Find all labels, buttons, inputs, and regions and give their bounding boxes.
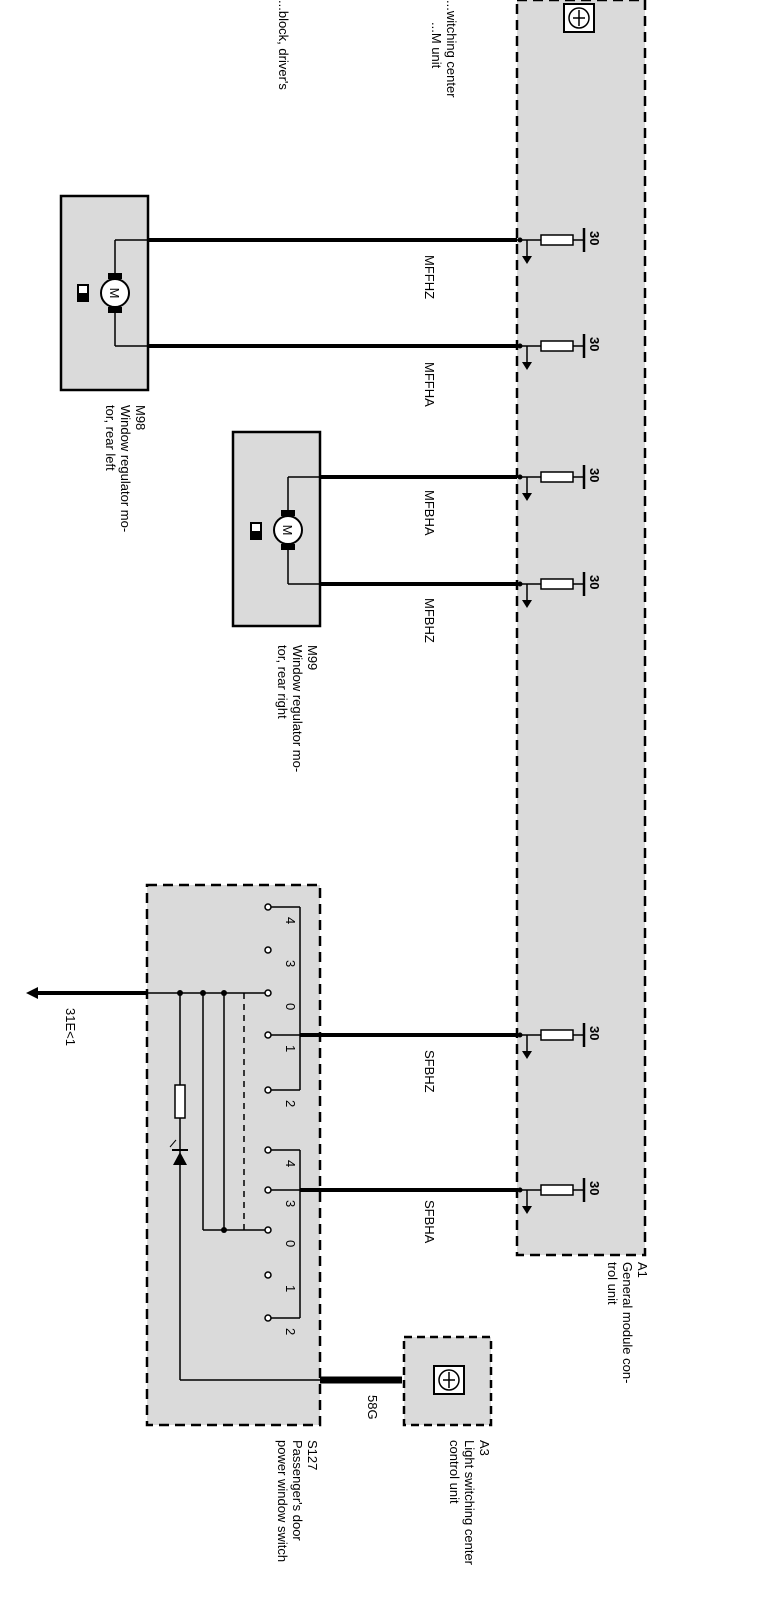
ground-arrow-icon (522, 1206, 532, 1214)
a1-id: A1 (635, 1262, 650, 1278)
a3-top-name-1: ...witching center (444, 0, 459, 98)
m98-name-1: Window regulator mo- (118, 405, 133, 532)
switch-pin-label: 1 (283, 1045, 298, 1052)
a1-terminal: 30 (517, 1023, 602, 1059)
terminal-label-30: 30 (587, 575, 602, 589)
wire-label-mffhz: MFFHZ (422, 255, 437, 299)
motor-wires (148, 238, 517, 586)
switch-wires (32, 991, 517, 1384)
fuse-icon (540, 471, 574, 483)
switch-pin-label: 4 (283, 917, 298, 924)
switch-pin-label: 0 (283, 1240, 298, 1247)
ground-arrow-icon (522, 362, 532, 370)
resistor-icon (174, 1084, 186, 1119)
transistor-icon (433, 1365, 465, 1395)
a1-terminal: 30 (517, 1178, 602, 1214)
m98-id: M98 (133, 405, 148, 430)
a1-terminal: 30 (517, 334, 602, 370)
switch-pin-label: 3 (283, 1200, 298, 1207)
m98-name-2: tor, rear left (103, 405, 118, 471)
m98-motor-box: M (59, 194, 150, 392)
terminal-label-30: 30 (587, 1181, 602, 1195)
top-partial-name: ...block, driver's (276, 0, 291, 90)
switch-pin-label: 2 (283, 1328, 298, 1335)
m99-motor-letter: M (280, 525, 295, 536)
m99-name-2: tor, rear right (275, 645, 290, 719)
a3-box (402, 1335, 493, 1427)
wire-labels: MFFHZ MFFHA MFBHA MFBHZ SFBHZ SFBHA 58G … (63, 255, 437, 1420)
component-labels: ...witching center ...M unit ...block, d… (103, 0, 650, 1566)
switch-pin-label: 2 (283, 1100, 298, 1107)
switch-pin-circles (264, 903, 272, 1322)
wire-label-mfbhz: MFBHZ (422, 598, 437, 643)
m98-motor-letter: M (107, 288, 122, 299)
fuse-icon (540, 340, 574, 352)
ground-arrow-icon (522, 256, 532, 264)
a3-name-2: control unit (447, 1440, 462, 1504)
wire-label-mfbha: MFBHA (422, 490, 437, 536)
s127-id: S127 (305, 1440, 320, 1470)
wire-label-ground: 31E<1 (63, 1008, 78, 1046)
ground-arrow-icon (26, 987, 38, 999)
diode-icon (169, 1139, 188, 1165)
terminal-label-30: 30 (587, 231, 602, 245)
switch-pin-label: 3 (283, 960, 298, 967)
a1-name-1: General module con- (620, 1262, 635, 1383)
fuse-icon (540, 1184, 574, 1196)
motor-icon: M (100, 273, 130, 313)
s127-name-1: Passenger's door (290, 1440, 305, 1541)
fuse-icon (540, 578, 574, 590)
ground-arrow-icon (522, 600, 532, 608)
a1-name-2: trol unit (605, 1262, 620, 1305)
a1-terminals: 30 30 30 30 30 30 (517, 228, 602, 1214)
terminal-label-30: 30 (587, 468, 602, 482)
wire-label-sfbhz: SFBHZ (422, 1050, 437, 1093)
m99-id: M99 (305, 645, 320, 670)
switch-pin-label: 0 (283, 1003, 298, 1010)
switch-pin-label: 1 (283, 1285, 298, 1292)
a1-terminal: 30 (517, 228, 602, 264)
a3-top-name-2: ...M unit (429, 22, 444, 69)
switch-pin-label: 4 (283, 1160, 298, 1167)
fuse-icon (540, 234, 574, 246)
motor-icon: M (273, 510, 303, 550)
terminal-label-30: 30 (587, 1026, 602, 1040)
a1-terminal: 30 (517, 572, 602, 608)
a1-terminal: 30 (517, 465, 602, 501)
ground-arrow-icon (522, 493, 532, 501)
wire-label-mffha: MFFHA (422, 362, 437, 407)
transistor-icon (563, 3, 595, 33)
wire-label-58g: 58G (365, 1395, 380, 1420)
a3-id: A3 (477, 1440, 492, 1456)
fuse-icon (540, 1029, 574, 1041)
terminal-label-30: 30 (587, 337, 602, 351)
m99-motor-box: M (231, 430, 322, 628)
s127-name-2: power window switch (275, 1440, 290, 1562)
wire-label-sfbha: SFBHA (422, 1200, 437, 1244)
ground-arrow-icon (522, 1051, 532, 1059)
switch-pin-labels: 4 3 0 1 2 4 3 0 1 2 (283, 917, 298, 1335)
s127-switch-box (145, 883, 322, 1427)
m99-name-1: Window regulator mo- (290, 645, 305, 772)
a1-module (515, 0, 647, 1257)
a3-name-1: Light switching center (462, 1440, 477, 1566)
